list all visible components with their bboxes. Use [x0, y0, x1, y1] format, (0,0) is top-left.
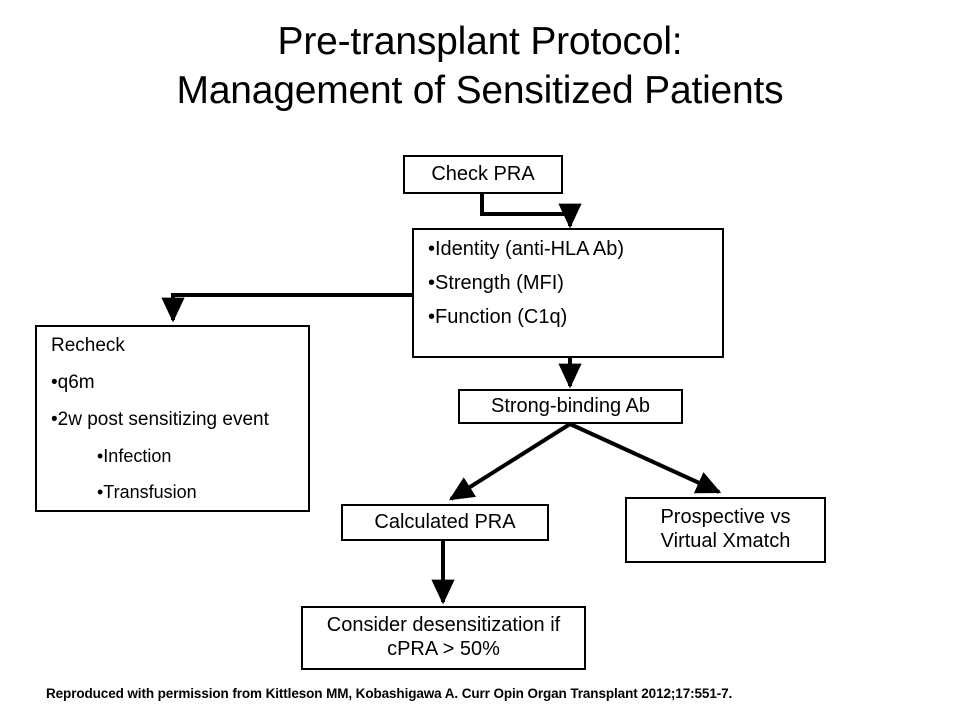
node-xmatch-line-2: Virtual Xmatch — [660, 530, 791, 552]
page-title: Pre-transplant Protocol: Management of S… — [40, 18, 920, 116]
node-desensitization-line-1: Consider desensitization if — [326, 614, 561, 637]
list-item-heading: Recheck — [51, 335, 125, 356]
node-strong-binding-ab-label: Strong-binding Ab — [490, 394, 650, 417]
list-item-sub: •Transfusion — [97, 482, 197, 502]
node-desensitization-text: Consider desensitization if cPRA > 50% — [309, 614, 578, 661]
recheck-bullet-list: Recheck •q6m •2w post sensitizing event … — [51, 336, 298, 501]
title-line-1: Pre-transplant Protocol: — [277, 20, 683, 63]
node-check-pra-label: Check PRA — [431, 162, 535, 185]
title-line-2: Management of Sensitized Patients — [176, 68, 784, 112]
list-item: •Strength (MFI) — [428, 272, 564, 294]
node-strong-binding-ab[interactable]: Strong-binding Ab — [458, 389, 683, 424]
node-desensitization-line-2: cPRA > 50% — [387, 638, 500, 660]
antibody-bullet-list: •Identity (anti-HLA Ab) •Strength (MFI) … — [428, 239, 712, 327]
list-item: •2w post sensitizing event — [51, 409, 269, 430]
list-item: •Function (C1q) — [428, 306, 568, 328]
connector-strong-binding-to-xmatch — [569, 422, 722, 494]
node-prospective-virtual-xmatch[interactable]: Prospective vs Virtual Xmatch — [625, 497, 826, 563]
node-antibody-characterization[interactable]: •Identity (anti-HLA Ab) •Strength (MFI) … — [412, 228, 724, 358]
connector-check-pra-to-antibody — [480, 194, 582, 229]
node-consider-desensitization[interactable]: Consider desensitization if cPRA > 50% — [301, 606, 586, 670]
list-item-sub: •Infection — [97, 446, 172, 466]
node-recheck[interactable]: Recheck •q6m •2w post sensitizing event … — [35, 325, 310, 512]
list-item: •q6m — [51, 372, 95, 393]
footer-citation: Reproduced with permission from Kittleso… — [46, 686, 733, 701]
node-xmatch-text: Prospective vs Virtual Xmatch — [633, 506, 818, 553]
node-calculated-pra-label: Calculated PRA — [374, 510, 516, 533]
connector-antibody-to-recheck — [161, 293, 412, 323]
node-check-pra[interactable]: Check PRA — [403, 155, 563, 194]
list-item: •Identity (anti-HLA Ab) — [428, 238, 624, 260]
node-xmatch-line-1: Prospective vs — [660, 506, 791, 529]
node-calculated-pra[interactable]: Calculated PRA — [341, 504, 549, 541]
connector-strong-binding-to-calculated-pra — [448, 422, 572, 501]
